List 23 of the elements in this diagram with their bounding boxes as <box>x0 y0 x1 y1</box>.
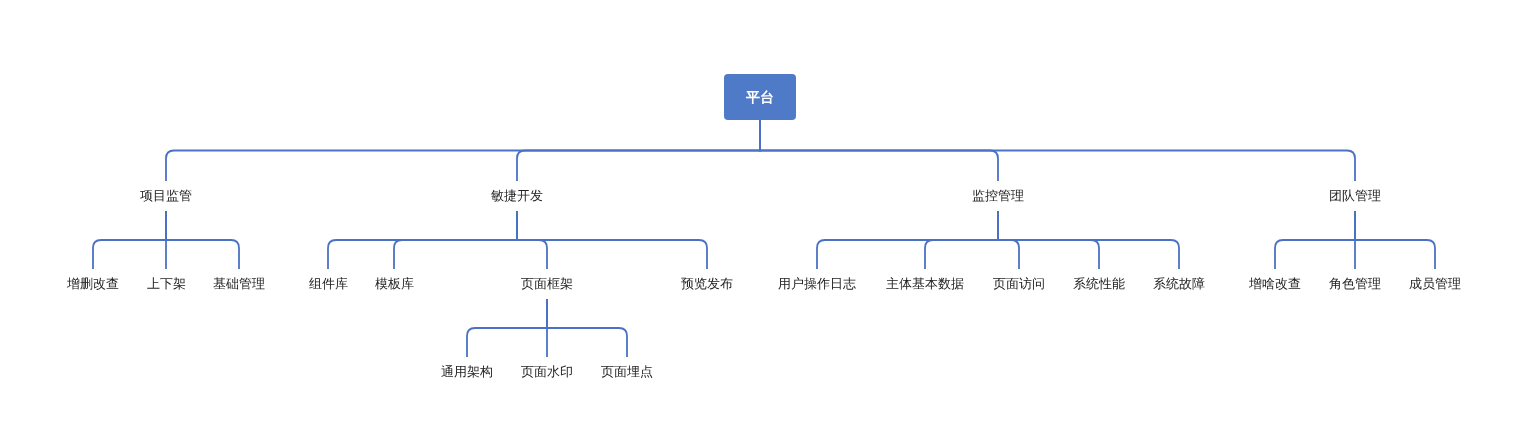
topic-label: 角色管理 <box>1329 275 1381 293</box>
topic-label: 项目监管 <box>140 187 192 205</box>
root-node-box: 平台 <box>724 74 796 120</box>
topic-label: 主体基本数据 <box>886 275 964 293</box>
topic-label: 组件库 <box>308 275 348 293</box>
topic-label: 团队管理 <box>1329 187 1381 205</box>
topic-label: 页面水印 <box>521 363 573 381</box>
topic-label: 页面埋点 <box>601 363 653 381</box>
topic-label: 增啥改查 <box>1249 275 1301 293</box>
topic-label: 成员管理 <box>1409 275 1461 293</box>
topic-label: 系统性能 <box>1073 275 1125 293</box>
topic-label: 页面框架 <box>521 275 573 293</box>
topic-label: 上下架 <box>146 275 186 293</box>
topic-label: 敏捷开发 <box>491 187 543 205</box>
topic-label: 预览发布 <box>681 275 733 293</box>
topic-label: 用户操作日志 <box>778 275 856 293</box>
topic-label: 模板库 <box>374 275 414 293</box>
topic-label: 页面访问 <box>993 275 1045 293</box>
topic-label: 系统故障 <box>1153 275 1205 293</box>
topic-label: 增删改查 <box>67 275 119 293</box>
topic-label: 基础管理 <box>213 275 265 293</box>
topic-label: 监控管理 <box>972 187 1024 205</box>
topic-label: 通用架构 <box>441 363 493 381</box>
